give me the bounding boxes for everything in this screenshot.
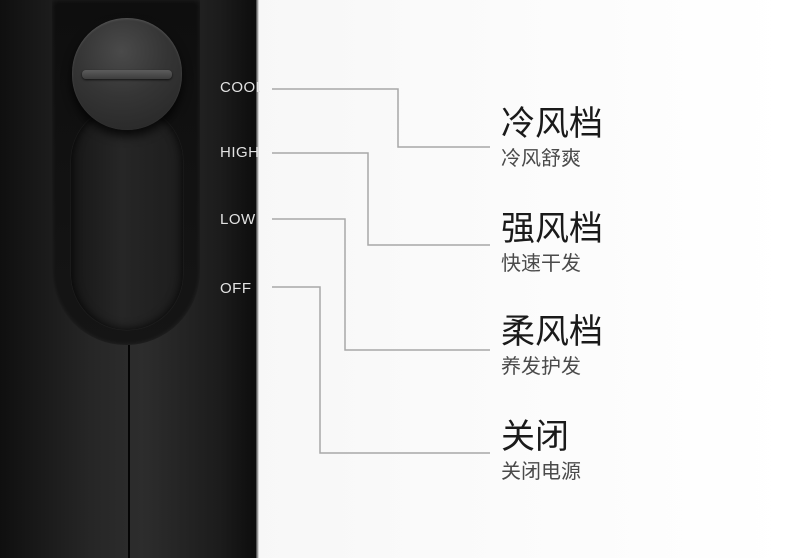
callout-subtitle: 养发护发 — [501, 354, 581, 378]
callout-title: 冷风档 — [501, 104, 603, 144]
callout-line-low — [272, 218, 490, 351]
callout-line-high — [272, 152, 490, 246]
handle-seam — [128, 345, 130, 558]
callout-subtitle: 快速干发 — [501, 251, 581, 275]
callout-low: 柔风档 养发护发 — [501, 312, 603, 379]
position-label-off: OFF — [220, 280, 252, 297]
callout-high: 强风档 快速干发 — [501, 209, 603, 276]
callout-cool: 冷风档 冷风舒爽 — [501, 104, 603, 171]
callout-title: 强风档 — [501, 209, 603, 249]
position-label-high: HIGH — [220, 144, 260, 161]
switch-slot — [71, 105, 183, 330]
position-label-cool: COOL — [220, 79, 260, 96]
handle-edge — [256, 0, 259, 558]
position-label-low: LOW — [220, 211, 256, 228]
callout-title: 柔风档 — [501, 312, 603, 352]
knob-grip-ridge — [82, 70, 172, 79]
callout-title: 关闭 — [501, 417, 569, 457]
slider-switch-knob[interactable] — [72, 18, 182, 130]
callout-subtitle: 关闭电源 — [501, 459, 581, 483]
callout-subtitle: 冷风舒爽 — [501, 146, 581, 170]
callout-line-cool — [272, 88, 490, 148]
callout-line-off — [272, 286, 490, 454]
callout-off: 关闭 关闭电源 — [501, 417, 581, 484]
